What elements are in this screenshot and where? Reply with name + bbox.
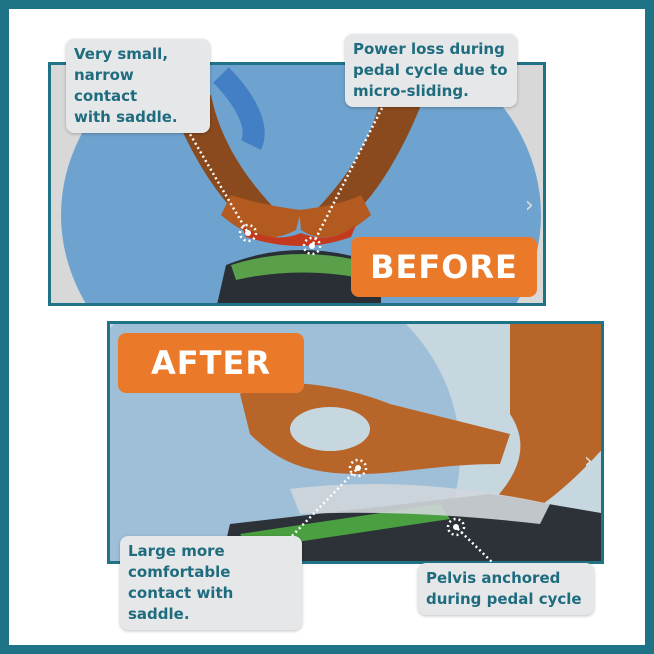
after-label: AFTER [118, 333, 304, 393]
callout-pelvis-anchored: Pelvis anchored during pedal cycle [418, 563, 594, 615]
callout-power-loss: Power loss during pedal cycle due to mic… [345, 34, 517, 107]
callout-large-contact: Large more comfortable contact with sadd… [120, 536, 302, 630]
callout-narrow-contact: Very small, narrow contact with saddle. [66, 39, 210, 133]
next-chevron-icon: › [525, 193, 534, 218]
before-label: BEFORE [351, 237, 537, 297]
next-chevron-icon: › [584, 449, 593, 474]
